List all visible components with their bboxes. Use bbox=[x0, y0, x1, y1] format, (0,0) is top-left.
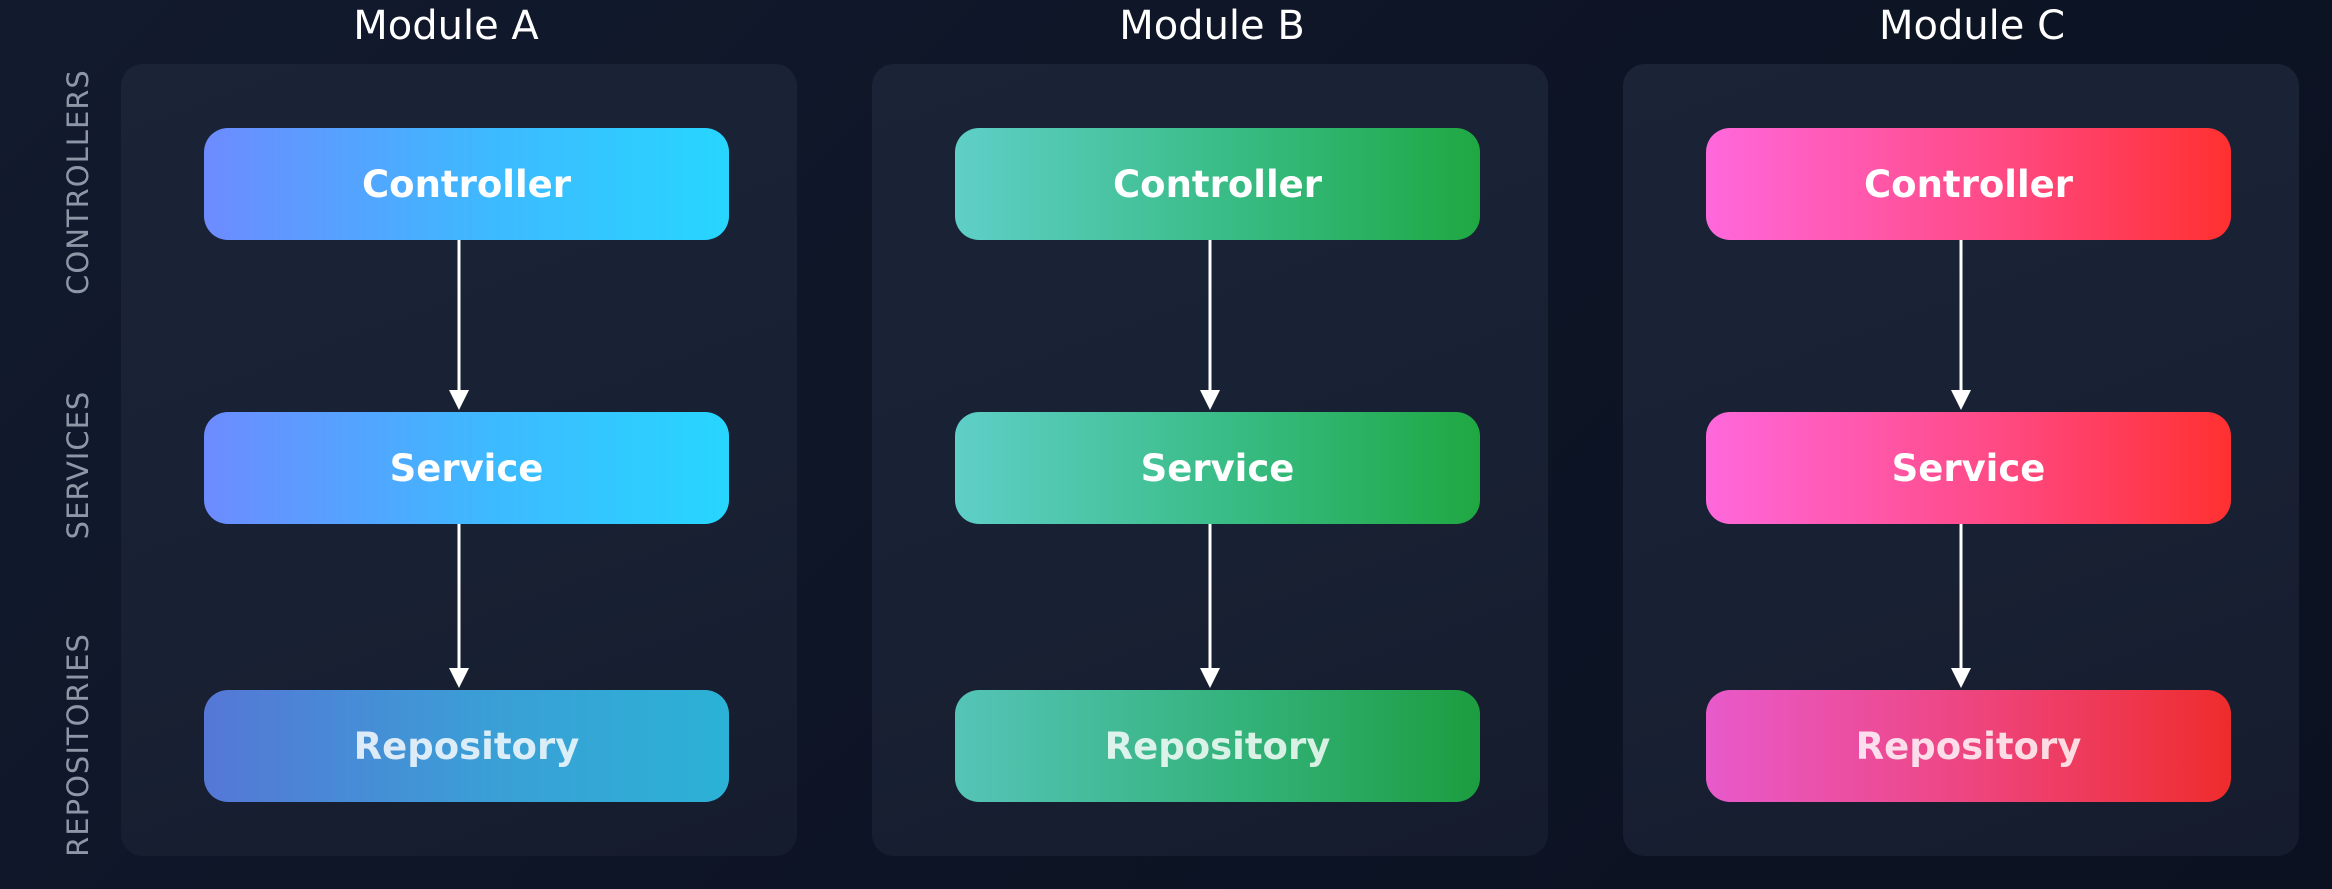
module-b-service-box[interactable]: Service bbox=[955, 412, 1480, 524]
module-c-repository-box[interactable]: Repository bbox=[1706, 690, 2231, 802]
module-a-service-box[interactable]: Service bbox=[204, 412, 729, 524]
module-a-repository-box[interactable]: Repository bbox=[204, 690, 729, 802]
module-b-repository-box[interactable]: Repository bbox=[955, 690, 1480, 802]
arrow-down-icon bbox=[1951, 240, 1971, 410]
row-label-services: SERVICES bbox=[61, 390, 95, 540]
module-a-controller-box[interactable]: Controller bbox=[204, 128, 729, 240]
module-c-controller-box[interactable]: Controller bbox=[1706, 128, 2231, 240]
module-c-title: Module C bbox=[1878, 3, 2066, 49]
module-c-panel: Controller Service Repository bbox=[1623, 64, 2299, 856]
module-b-title: Module B bbox=[1119, 3, 1305, 49]
arrow-down-icon bbox=[1200, 240, 1220, 410]
arrow-down-icon bbox=[449, 240, 469, 410]
module-c-service-box[interactable]: Service bbox=[1706, 412, 2231, 524]
row-label-repositories: REPOSITORIES bbox=[61, 633, 95, 857]
module-b-panel: Controller Service Repository bbox=[872, 64, 1548, 856]
module-a-panel: Controller Service Repository bbox=[121, 64, 797, 856]
module-a-title: Module A bbox=[353, 3, 539, 49]
arrow-down-icon bbox=[1200, 524, 1220, 688]
row-label-controllers: CONTROLLERS bbox=[61, 69, 95, 295]
arrow-down-icon bbox=[449, 524, 469, 688]
module-b-controller-box[interactable]: Controller bbox=[955, 128, 1480, 240]
arrow-down-icon bbox=[1951, 524, 1971, 688]
